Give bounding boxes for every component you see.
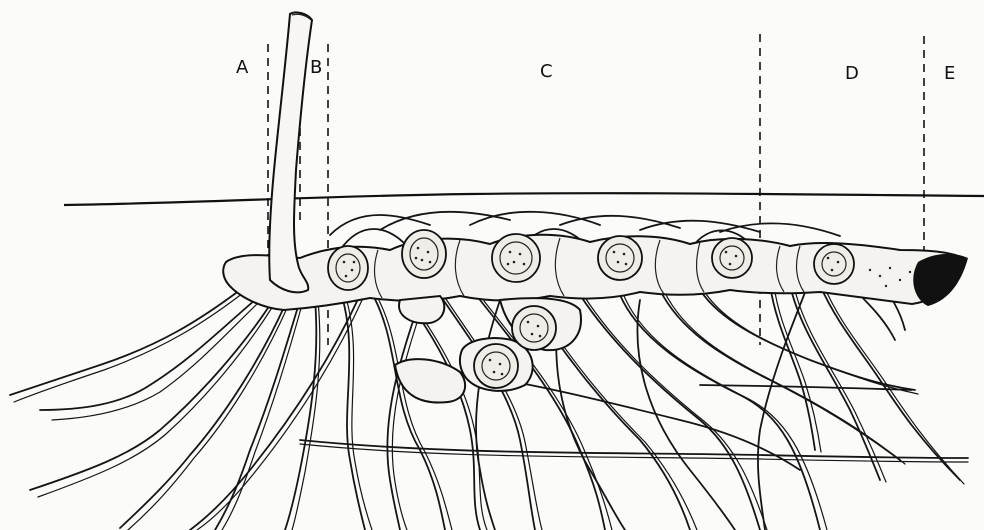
rhizome-tip [913, 254, 968, 306]
zone-label-e: E [944, 63, 955, 84]
soil-surface-line [64, 193, 984, 205]
zone-label-c: C [540, 61, 553, 82]
zone-label-a: A [236, 57, 249, 78]
zone-label-d: D [845, 63, 859, 84]
aerial-stem [269, 12, 312, 292]
zone-label-b: B [310, 57, 322, 78]
